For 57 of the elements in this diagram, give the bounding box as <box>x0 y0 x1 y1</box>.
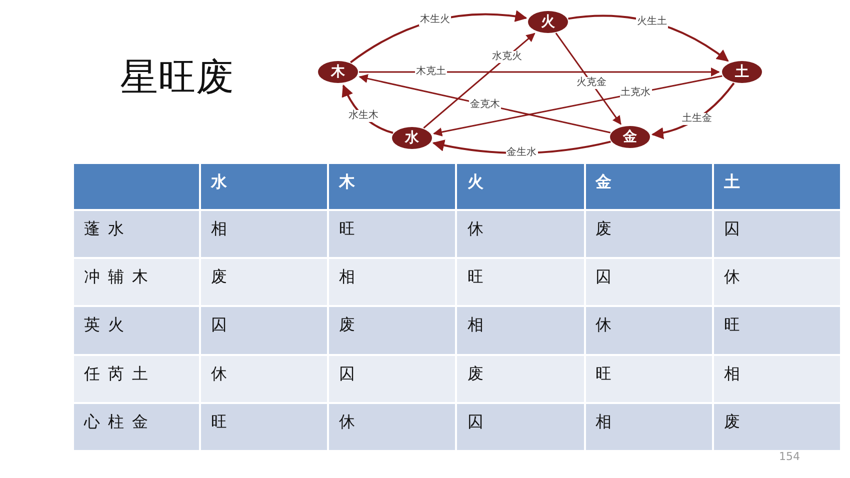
edge-label: 水克火 <box>490 51 523 64</box>
table-cell: 囚 <box>584 258 713 306</box>
arrow <box>358 74 611 134</box>
table-cell: 相 <box>712 354 841 403</box>
edge-label: 木生火 <box>419 14 452 26</box>
table-cell: 旺 <box>200 402 328 451</box>
column-header: 水 <box>200 163 328 210</box>
element-ellipse: 土 <box>722 61 762 83</box>
table-cell: 相 <box>456 306 585 355</box>
edge-label: 火克金 <box>576 77 608 90</box>
table-cell: 囚 <box>712 210 841 258</box>
edge-label: 水生木 <box>347 110 380 122</box>
arrow <box>359 68 720 76</box>
table-cell: 囚 <box>200 306 328 355</box>
row-header: 英火 <box>73 306 200 355</box>
table-cell: 休 <box>200 354 328 403</box>
row-header: 任芮土 <box>73 354 200 403</box>
element-ellipse: 火 <box>528 11 568 33</box>
edge-label: 木克土 <box>415 66 447 78</box>
element-ellipse: 水 <box>392 127 432 149</box>
element-ellipse: 金 <box>610 126 650 148</box>
table-cell: 旺 <box>712 306 841 355</box>
slide-title: 星旺废 <box>120 54 234 101</box>
edge-label: 火生土 <box>636 16 668 28</box>
table-cell: 旺 <box>456 258 585 306</box>
page-number: 154 <box>779 450 800 463</box>
table-cell: 废 <box>328 306 456 355</box>
table-cell: 旺 <box>584 354 713 403</box>
element-ellipse: 木 <box>318 61 358 83</box>
edge-label: 土克水 <box>620 87 652 100</box>
table-cell: 囚 <box>456 402 585 451</box>
row-header: 心柱金 <box>73 402 200 451</box>
edge-label: 土生金 <box>680 112 713 125</box>
table-cell: 休 <box>584 306 713 355</box>
arrow <box>433 75 722 136</box>
column-header: 金 <box>584 163 713 210</box>
edge-label: 金克木 <box>469 98 502 111</box>
edge-label: 金生水 <box>506 147 538 160</box>
table-cell: 相 <box>328 258 456 306</box>
arrow <box>555 32 622 125</box>
row-header: 冲辅木 <box>73 258 200 306</box>
table-cell: 旺 <box>328 210 456 258</box>
column-header: 火 <box>456 163 585 210</box>
table-cell: 废 <box>584 210 713 258</box>
table-cell: 休 <box>712 258 841 306</box>
table-cell: 相 <box>584 402 713 451</box>
column-header: 土 <box>712 163 841 210</box>
table-cell: 休 <box>328 402 456 451</box>
table-cell: 休 <box>456 210 585 258</box>
table-cell: 囚 <box>328 354 456 403</box>
table-cell: 相 <box>200 210 328 258</box>
table-cell: 废 <box>456 354 585 403</box>
table-cell: 废 <box>712 402 841 451</box>
row-header: 蓬水 <box>73 210 200 258</box>
column-header: 木 <box>328 163 456 210</box>
arrow <box>423 32 536 129</box>
table-cell: 废 <box>200 258 328 306</box>
